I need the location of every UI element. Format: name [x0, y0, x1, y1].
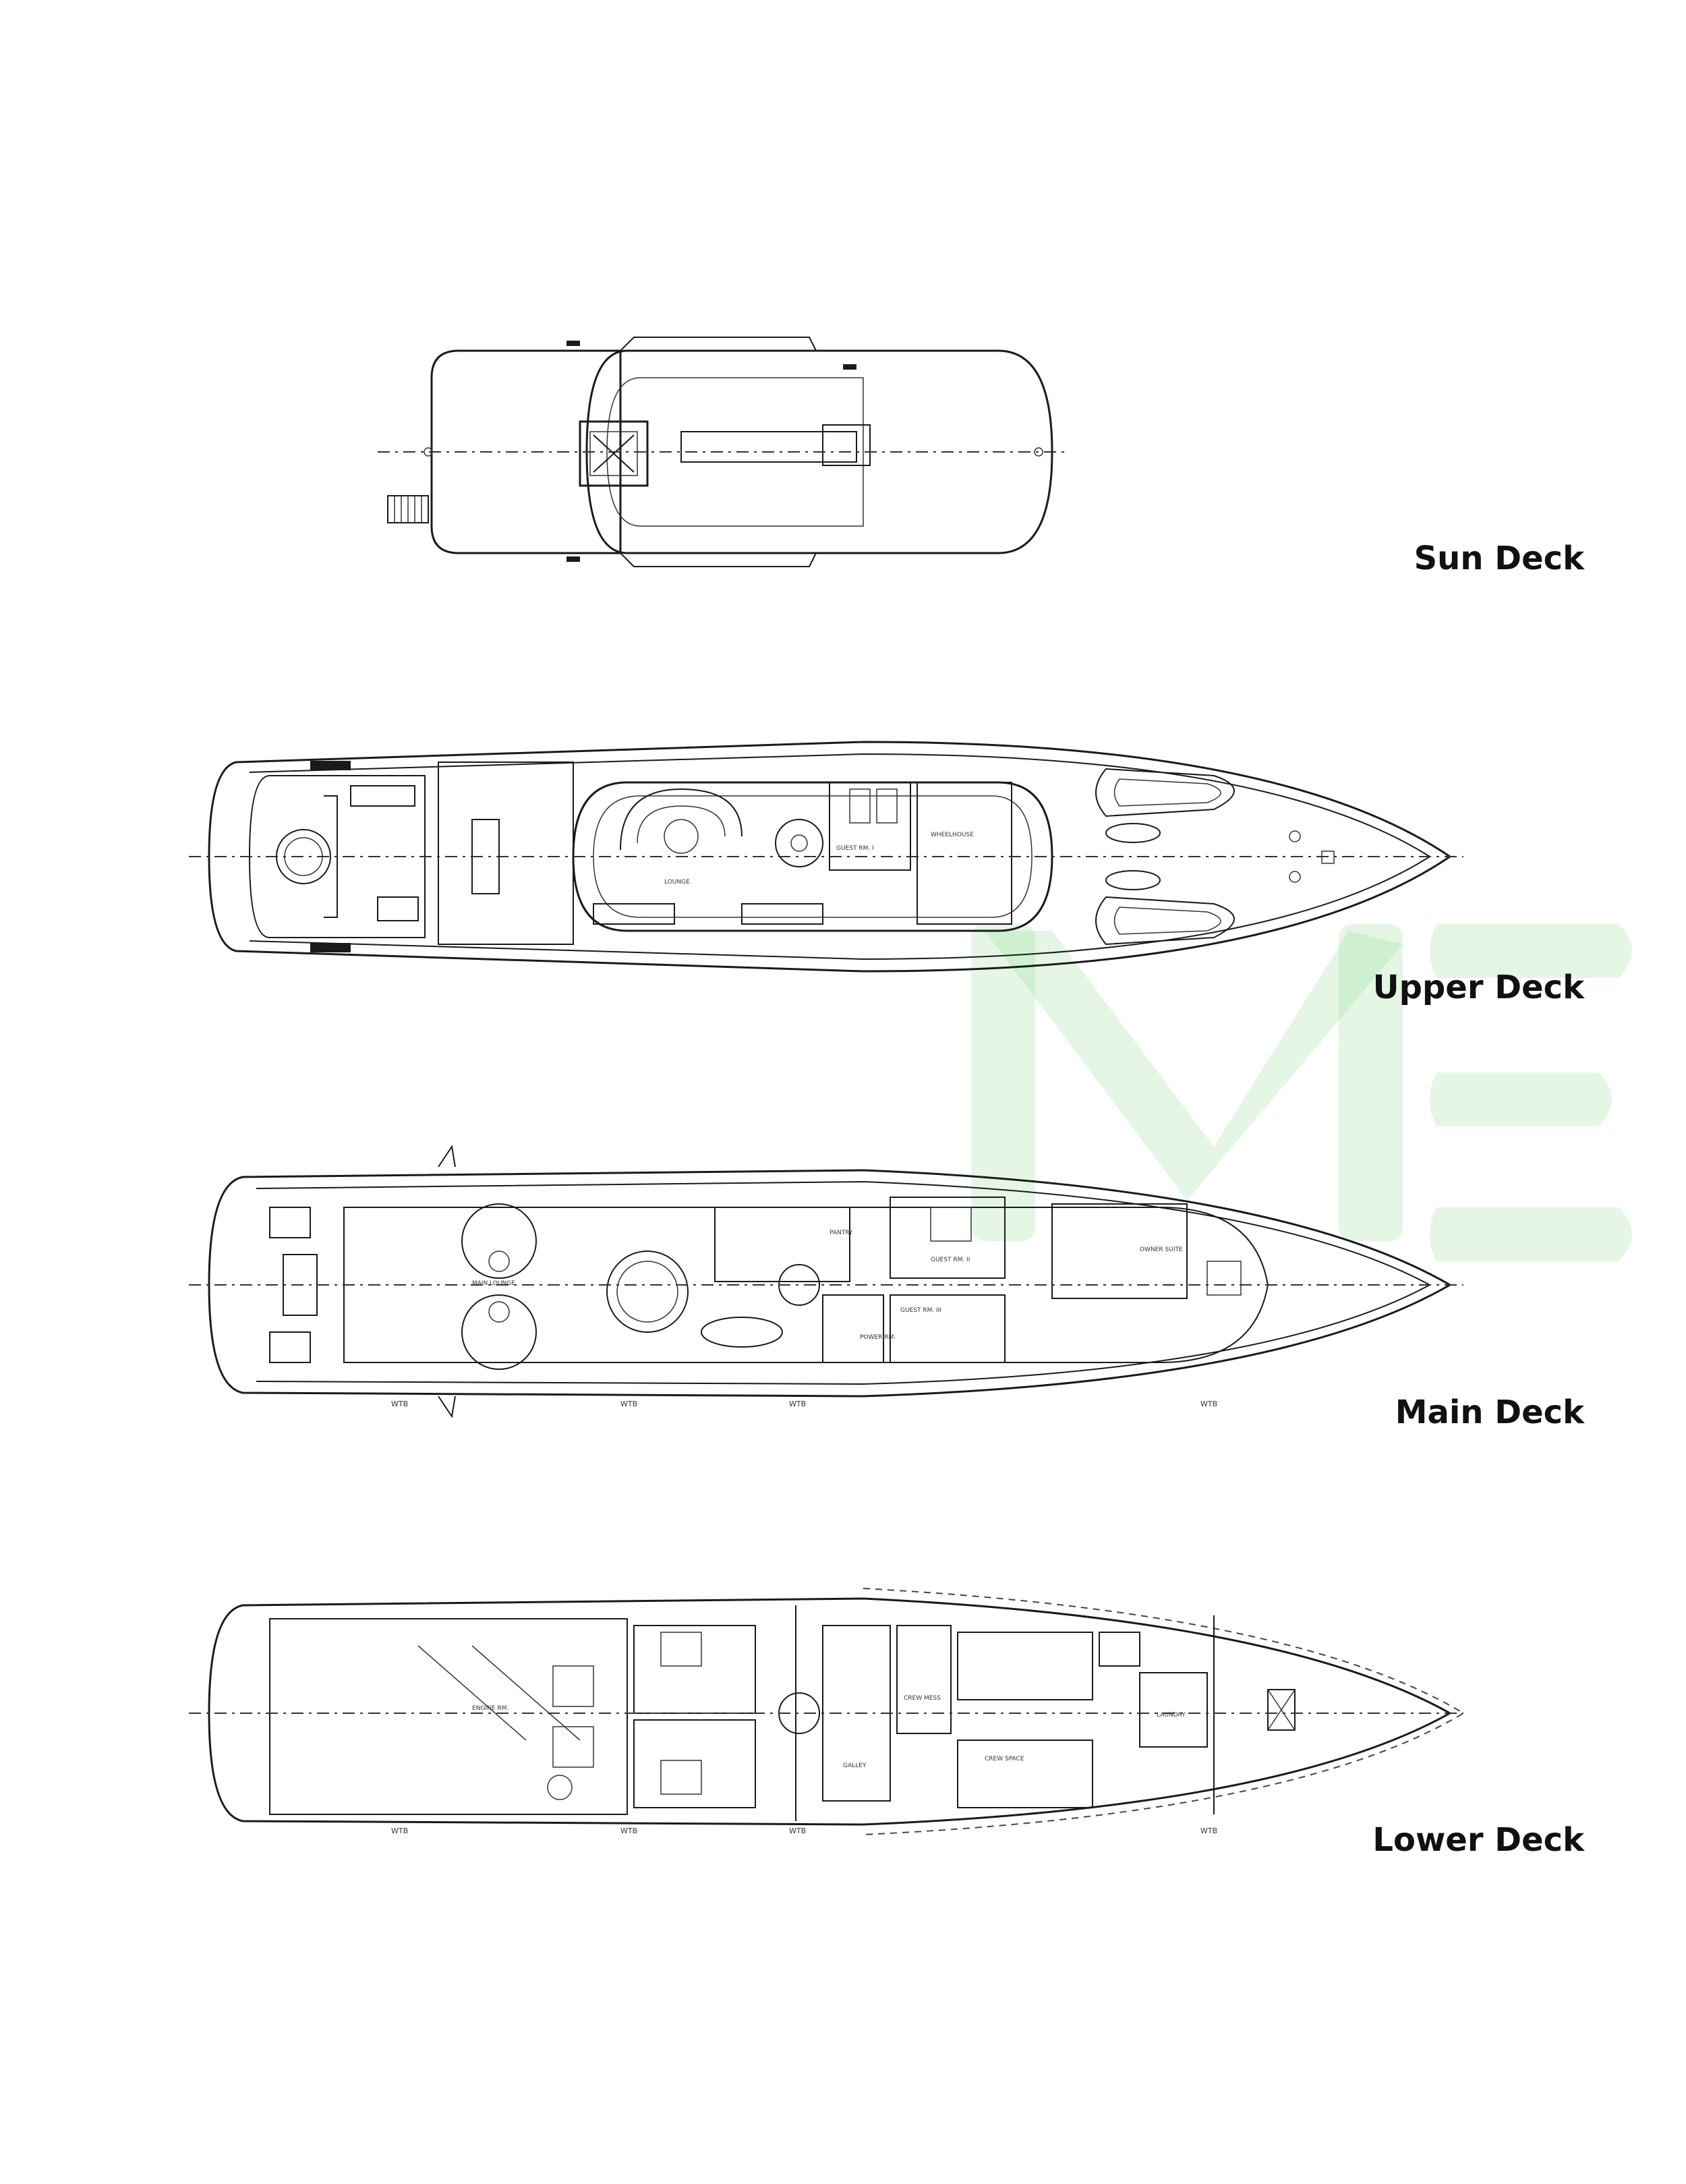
- main-guest-rm-3-label: GUEST RM. III: [900, 1307, 941, 1314]
- upper-deck-plan: LOUNGE GUEST RM. I WHEELHOUSE: [189, 741, 1463, 973]
- lower-galley-label: GALLEY: [843, 1762, 867, 1769]
- main-wtb-4: WTB: [1200, 1400, 1217, 1408]
- main-guest-rm-2-label: GUEST RM. II: [931, 1257, 970, 1263]
- main-lounge-label: MAIN LOUNGE: [472, 1280, 515, 1287]
- lower-wtb-1: WTB: [391, 1827, 408, 1835]
- main-wtb-1: WTB: [391, 1400, 408, 1408]
- lower-laundry-label: LAUNDRY: [1157, 1712, 1186, 1719]
- main-wtb-2: WTB: [620, 1400, 637, 1408]
- lower-engine-rm-label: ENGINE RM.: [472, 1705, 508, 1712]
- upper-wheelhouse-label: WHEELHOUSE: [931, 832, 974, 838]
- main-deck-label: Main Deck: [1395, 1393, 1584, 1431]
- lower-wtb-3: WTB: [789, 1827, 806, 1835]
- main-power-rm-label: POWER RM.: [860, 1334, 896, 1341]
- lower-crew-space-label: CREW SPACE: [985, 1756, 1024, 1762]
- main-deck-plan: MAIN LOUNGE PANTRY GUEST RM. II GUEST RM…: [189, 1145, 1463, 1418]
- upper-lounge-label: LOUNGE: [664, 879, 690, 886]
- lower-deck-label: Lower Deck: [1372, 1821, 1584, 1859]
- main-wtb-3: WTB: [789, 1400, 806, 1408]
- lower-wtb-4: WTB: [1200, 1827, 1217, 1835]
- main-pantry-label: PANTRY: [830, 1230, 853, 1236]
- sun-deck-plan: [378, 337, 1066, 567]
- main-owner-suite-label: OWNER SUITE: [1140, 1246, 1183, 1253]
- watermark-logo: [971, 924, 1632, 1261]
- lower-wtb-2: WTB: [620, 1827, 637, 1835]
- upper-guest-rm-label: GUEST RM. I: [836, 845, 874, 852]
- upper-deck-label: Upper Deck: [1372, 969, 1584, 1006]
- lower-deck-plan: ENGINE RM. GALLEY CREW MESS CREW SPACE L…: [189, 1588, 1465, 1835]
- lower-crew-mess-label: CREW MESS: [904, 1695, 941, 1702]
- sun-deck-label: Sun Deck: [1414, 540, 1584, 577]
